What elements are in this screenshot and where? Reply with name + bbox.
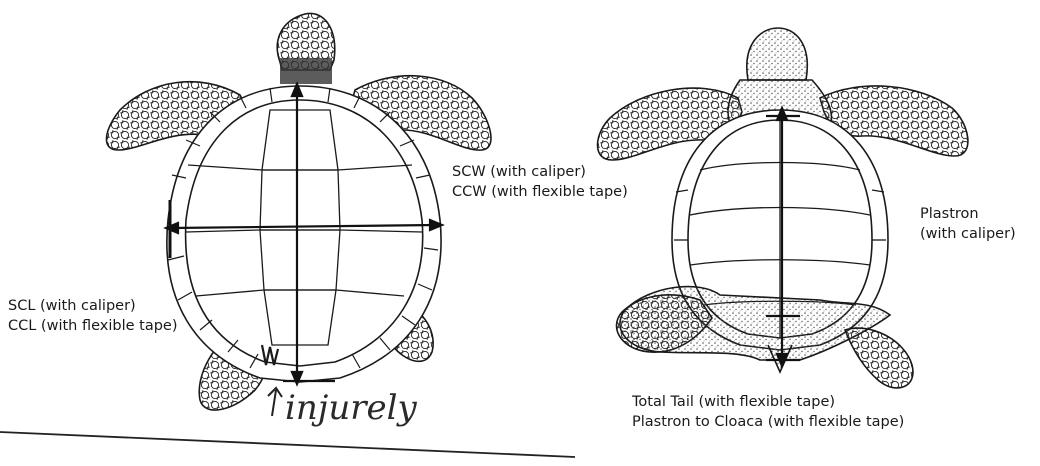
plastron-to-cloaca-label: Plastron to Cloaca (with flexible tape) [632, 412, 904, 432]
head [747, 28, 807, 80]
scl-label: SCL (with caliper) [8, 296, 178, 316]
scl-ccl-label: SCL (with caliper) CCL (with flexible ta… [8, 296, 178, 336]
scw-label: SCW (with caliper) [452, 162, 628, 182]
plastron-label: Plastron (with caliper) [920, 204, 1016, 244]
plastron-method: (with caliper) [920, 224, 1016, 244]
neck-measure-mark [280, 58, 332, 84]
carapace [167, 86, 441, 382]
rear-right-flipper [845, 328, 913, 388]
ccw-label: CCW (with flexible tape) [452, 182, 628, 202]
handwritten-note: injurely [285, 388, 417, 428]
scw-ccw-label: SCW (with caliper) CCW (with flexible ta… [452, 162, 628, 202]
page-rule [0, 432, 575, 457]
injury-arrow [268, 388, 282, 416]
ccl-label: CCL (with flexible tape) [8, 316, 178, 336]
plastron-title: Plastron [920, 204, 1016, 224]
tail-measure-label: Total Tail (with flexible tape) Plastron… [632, 392, 904, 432]
total-tail-label: Total Tail (with flexible tape) [632, 392, 904, 412]
dorsal-turtle [106, 13, 491, 410]
